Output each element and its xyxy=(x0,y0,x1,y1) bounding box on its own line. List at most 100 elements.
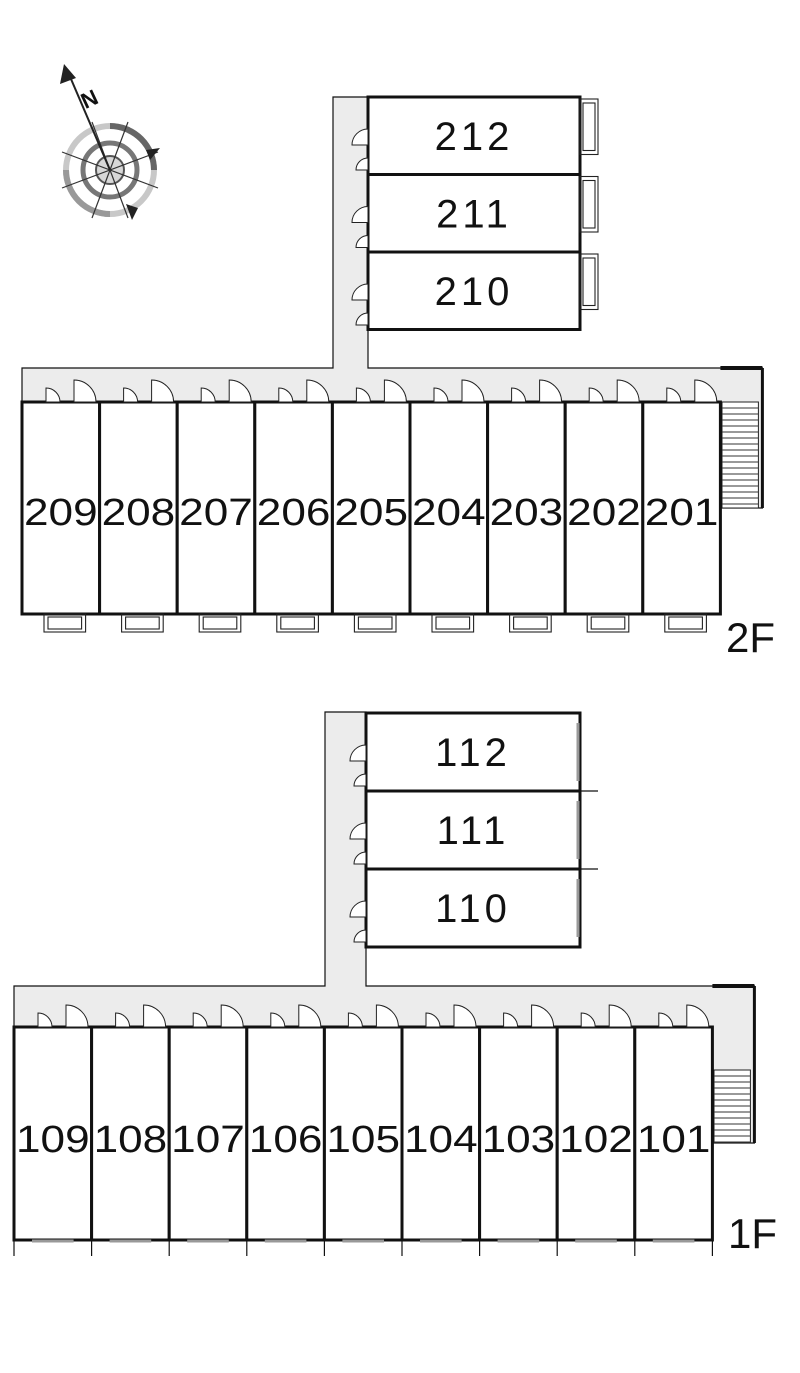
room-outline xyxy=(486,400,567,616)
door-icon xyxy=(433,387,449,403)
door-icon xyxy=(349,900,367,918)
unit-number: 202 xyxy=(567,492,641,534)
floor-label: 2F xyxy=(726,614,775,661)
unit-number: 110 xyxy=(435,887,511,931)
room-outline xyxy=(366,250,582,331)
room-outline xyxy=(408,400,490,616)
door-icon xyxy=(355,387,371,403)
door-icon xyxy=(65,1004,89,1028)
unit-207: 207 xyxy=(175,379,257,633)
balcony-inner xyxy=(590,616,626,630)
door-icon xyxy=(511,387,527,403)
unit-206: 206 xyxy=(253,379,334,633)
door-icon xyxy=(539,379,563,403)
unit-number: 201 xyxy=(645,492,719,534)
door-icon xyxy=(425,1012,441,1028)
unit-109: 109 xyxy=(12,1004,94,1256)
balcony-inner xyxy=(202,616,238,630)
door-icon xyxy=(351,205,369,223)
balcony xyxy=(431,613,475,633)
door-icon xyxy=(658,1012,674,1028)
balcony xyxy=(198,613,242,633)
unit-110: 110 xyxy=(349,867,598,949)
room-outline xyxy=(253,400,334,616)
unit-101: 101 xyxy=(633,1004,714,1256)
balcony-inner xyxy=(357,616,393,630)
room-outline xyxy=(641,400,722,616)
room-outline xyxy=(555,1025,637,1242)
balcony-inner xyxy=(125,616,160,630)
room-outline xyxy=(322,1025,404,1242)
unit-102: 102 xyxy=(555,1004,637,1256)
door-icon xyxy=(608,1004,632,1028)
unit-number: 102 xyxy=(559,1119,633,1161)
unit-205: 205 xyxy=(330,379,412,633)
unit-number: 103 xyxy=(482,1119,556,1161)
room-outline xyxy=(400,1025,482,1242)
unit-107: 107 xyxy=(167,1004,249,1256)
north-label: N xyxy=(77,84,102,113)
door-icon xyxy=(220,1004,244,1028)
floor-label: 1F xyxy=(728,1210,777,1257)
balcony xyxy=(579,98,599,156)
balcony xyxy=(579,253,599,311)
unit-number: 209 xyxy=(24,492,98,534)
unit-105: 105 xyxy=(322,1004,404,1256)
room-outline xyxy=(330,400,412,616)
door-icon xyxy=(351,128,369,146)
door-icon xyxy=(73,379,97,403)
unit-number: 105 xyxy=(326,1119,400,1161)
unit-111: 111 xyxy=(349,789,598,871)
door-icon xyxy=(353,773,367,787)
door-icon xyxy=(355,234,369,248)
unit-104: 104 xyxy=(400,1004,482,1256)
door-icon xyxy=(588,387,604,403)
unit-203: 203 xyxy=(486,379,567,633)
unit-number: 205 xyxy=(334,492,408,534)
unit-number: 111 xyxy=(437,809,510,853)
unit-number: 211 xyxy=(436,192,512,236)
unit-number: 204 xyxy=(412,492,486,534)
balcony-inner xyxy=(280,616,315,630)
door-icon xyxy=(115,1012,131,1028)
room-outline xyxy=(12,1025,94,1242)
balcony-inner xyxy=(582,102,596,152)
unit-number: 210 xyxy=(435,270,514,314)
door-icon xyxy=(192,1012,208,1028)
door-icon xyxy=(151,379,175,403)
balcony xyxy=(353,613,397,633)
room-outline xyxy=(478,1025,559,1242)
balcony-inner xyxy=(582,257,596,307)
door-icon xyxy=(375,1004,399,1028)
room-outline xyxy=(364,867,582,949)
unit-211: 211 xyxy=(351,173,599,254)
unit-210: 210 xyxy=(351,250,599,331)
door-icon xyxy=(503,1012,519,1028)
staircase xyxy=(721,401,759,509)
door-icon xyxy=(278,387,294,403)
door-icon xyxy=(666,387,682,403)
unit-212: 212 xyxy=(351,95,599,176)
door-icon xyxy=(37,1012,53,1028)
unit-number: 212 xyxy=(435,115,514,159)
door-icon xyxy=(353,851,367,865)
unit-number: 107 xyxy=(171,1119,245,1161)
door-icon xyxy=(616,379,640,403)
balcony xyxy=(509,613,552,633)
room-outline xyxy=(167,1025,249,1242)
door-icon xyxy=(349,822,367,840)
door-icon xyxy=(143,1004,167,1028)
door-icon xyxy=(347,1012,363,1028)
balcony xyxy=(664,613,707,633)
unit-number: 206 xyxy=(257,492,331,534)
room-outline xyxy=(633,1025,714,1242)
compass-icon: N xyxy=(60,64,160,220)
unit-202: 202 xyxy=(563,379,645,633)
door-icon xyxy=(353,929,367,943)
unit-number: 112 xyxy=(435,731,511,775)
door-icon xyxy=(383,379,407,403)
door-icon xyxy=(355,157,369,171)
balcony-inner xyxy=(435,616,471,630)
